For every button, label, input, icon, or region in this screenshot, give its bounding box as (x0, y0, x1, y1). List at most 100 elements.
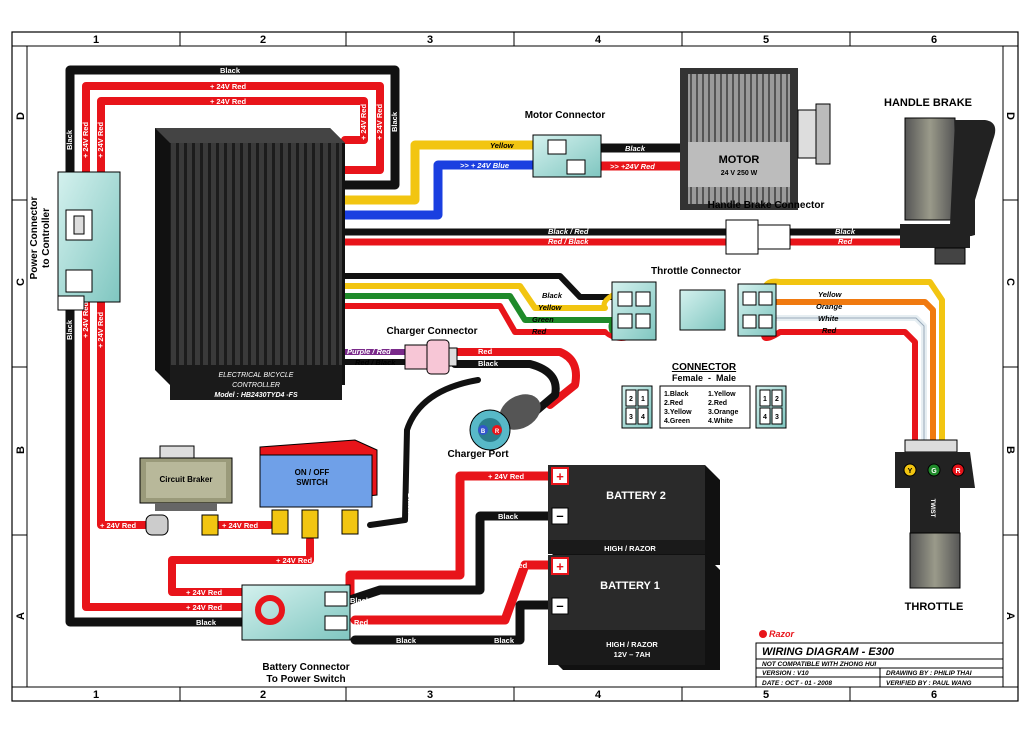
label-black-charger-switch: Black (406, 493, 415, 514)
label-red-motor: >> +24V Red (610, 162, 655, 171)
label-red-twist: Red (822, 326, 837, 335)
grid-row-B-right: B (1004, 446, 1016, 454)
charger-port (469, 394, 541, 451)
motor (680, 68, 831, 210)
grid-col-5-top: 5 (763, 34, 769, 46)
label-red-batt1: Red (513, 561, 528, 570)
label-red-throttle: Red (532, 327, 547, 336)
throttle-g: G (931, 468, 937, 475)
battery-2-name: BATTERY 2 (606, 490, 666, 502)
title-verified: VERIFIED BY : PAUL WANG (886, 680, 972, 687)
grid-col-3-top: 3 (427, 34, 433, 46)
legend-female-2: 2.Red (664, 400, 683, 407)
battery-2-minus: – (556, 508, 563, 523)
grid-col-2-bottom: 2 (260, 689, 266, 701)
grid-row-A-right: A (1004, 612, 1016, 620)
label-red-switch-conn: + 24V Red (276, 556, 312, 565)
wire-red-throttle (342, 303, 608, 335)
wire-black-charger (451, 360, 560, 416)
label-yellow-throttle: Yellow (538, 303, 563, 312)
wire-red-twist (761, 327, 918, 443)
label-red-batt2: + 24V Red (488, 472, 524, 481)
label-red-top: + 24V Red (210, 82, 246, 91)
label-red-vleft-low: + 24V Red (81, 302, 90, 338)
controller-line2: CONTROLLER (232, 382, 280, 389)
onoff-switch (259, 439, 378, 539)
label-red-charger: Red (478, 347, 493, 356)
grid-row-C-left: C (15, 278, 27, 286)
label-black-throttle: Black (542, 291, 563, 300)
circuit-breaker-label: Circuit Braker (160, 475, 213, 484)
label-red-conn-mid: Red (354, 618, 369, 627)
throttle-label: THROTTLE (905, 601, 964, 613)
wire-red-batt1 (350, 560, 553, 625)
throttle-y: Y (908, 468, 913, 475)
throttle (895, 439, 975, 589)
throttle-connector-label: Throttle Connector (651, 266, 741, 277)
label-black-conn-top: Black (350, 596, 371, 605)
label-black-top: Black (220, 66, 241, 75)
charger-pin-b: B (481, 429, 486, 435)
legend-pin-m2: 2 (775, 396, 779, 403)
grid-col-2-top: 2 (260, 34, 266, 46)
label-black-vleft: Black (65, 129, 74, 150)
battery-connector-label-1: Battery Connector (262, 662, 349, 673)
label-red-conn-1: + 24V Red (186, 588, 222, 597)
title-note: NOT COMPATIBLE WITH ZHONG HUI (762, 661, 876, 668)
wire-orange-twist (772, 299, 936, 443)
label-red-vleft-low2: + 24V Red (96, 312, 105, 348)
label-red-breaker-left: + 24V Red (100, 521, 136, 530)
wire-black-top (65, 65, 400, 190)
legend-pin-m3: 3 (775, 414, 779, 421)
charger-connector-label: Charger Connector (386, 326, 477, 337)
power-connector-label-2: to Controller (41, 208, 52, 268)
label-black-motor: Black (625, 144, 646, 153)
switch-label-1: ON / OFF (295, 468, 330, 477)
title-date: DATE : OCT - 01 - 2008 (762, 680, 832, 687)
grid-col-4-bottom: 4 (595, 689, 602, 701)
label-red-sw2: + 24V Red (385, 578, 421, 587)
label-yellow-twist: Yellow (818, 290, 843, 299)
wire-black-throttle (342, 273, 623, 300)
label-yellow-motor: Yellow (490, 141, 515, 150)
grid-col-3-bottom: 3 (427, 689, 433, 701)
connector-legend (621, 385, 787, 429)
handle-brake (900, 117, 996, 265)
legend-pin-f2: 2 (629, 396, 633, 403)
grid-col-1-top: 1 (93, 34, 99, 46)
label-black-red-brake: Black / Red (548, 227, 589, 236)
grid-col-1-bottom: 1 (93, 689, 99, 701)
label-white-twist: White (818, 314, 838, 323)
label-redblack-charger: Red / Black (355, 358, 396, 367)
motor-connector-label: Motor Connector (525, 110, 606, 121)
power-connector (57, 171, 121, 311)
legend-title: CONNECTOR (672, 362, 737, 373)
battery-1-minus: – (556, 598, 563, 613)
battery-2 (548, 465, 720, 565)
legend-pin-f4: 4 (641, 414, 645, 421)
wire-green-throttle (342, 293, 623, 323)
legend-male-2: 2.Red (708, 400, 727, 407)
label-red-top2: + 24V Red (210, 97, 246, 106)
grid-col-6-top: 6 (931, 34, 937, 46)
legend-male-1: 1.Yellow (708, 391, 736, 398)
label-red-brake: Red (838, 237, 853, 246)
wire-red-left-1 (82, 296, 246, 611)
grid-row-D-right: D (1004, 112, 1016, 120)
grid-col-4-top: 4 (595, 34, 602, 46)
wire-white-twist (772, 315, 927, 443)
wire-black-charger-switch (367, 377, 481, 528)
label-black-conn: Black (196, 618, 217, 627)
label-red-breaker-switch: + 24V Red (222, 521, 258, 530)
title-main: WIRING DIAGRAM - E300 (762, 646, 895, 658)
controller (155, 128, 345, 400)
label-red-vleft2: + 24V Red (96, 122, 105, 158)
wire-red-top-1 (82, 82, 384, 179)
battery-2-label: HIGH / RAZOR (604, 544, 656, 553)
grid-row-D-left: D (15, 112, 27, 120)
label-red-vright: + 24V Red (375, 104, 384, 140)
battery-1-label-1: HIGH / RAZOR (606, 640, 658, 649)
legend-pin-m1: 1 (763, 396, 767, 403)
legend-female-4: 4.Green (664, 418, 690, 425)
